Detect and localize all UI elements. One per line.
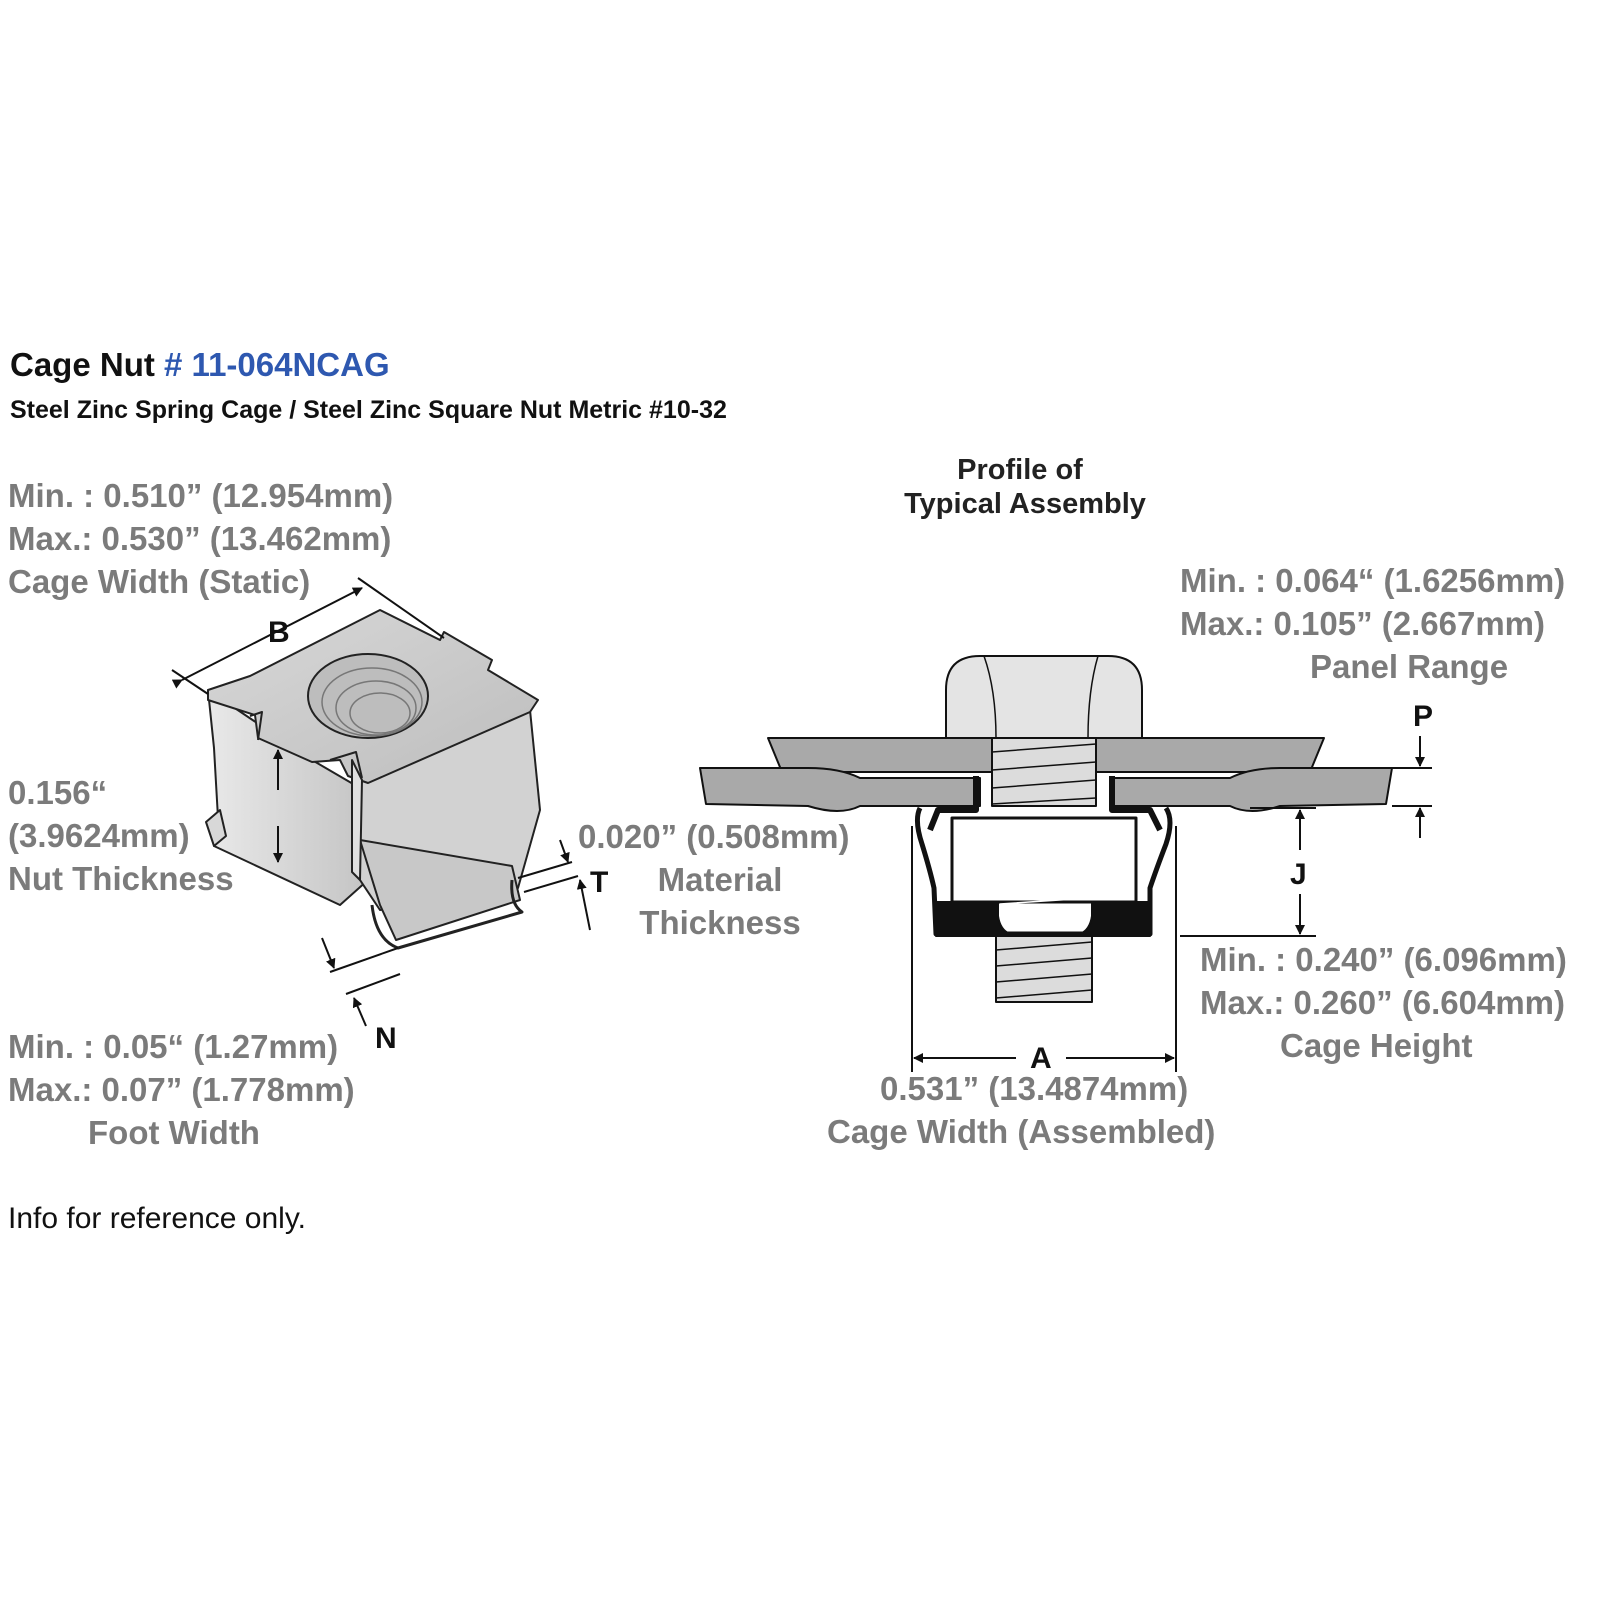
t-extension-2	[523, 875, 579, 893]
cage-base	[935, 901, 1151, 937]
cage-nut-isometric	[205, 609, 541, 950]
n-extension-2	[345, 973, 401, 995]
cage-height-max: Max.: 0.260” (6.604mm)	[1200, 984, 1566, 1021]
cage-height-min: Min. : 0.240” (6.096mm)	[1200, 941, 1567, 978]
cage-top-face	[207, 609, 539, 784]
b-extension-right	[357, 577, 445, 639]
panel-range-label: Panel Range	[1310, 648, 1509, 685]
bolt-head	[945, 655, 1143, 739]
dimension-letter-a: A	[1030, 1042, 1052, 1075]
foot-width-label: Foot Width	[88, 1114, 260, 1151]
n-arrow-top	[321, 937, 336, 969]
bolt-shank-lower	[995, 935, 1093, 1003]
dimension-letter-n: N	[375, 1022, 397, 1055]
cage-width-static-min: Min. : 0.510” (12.954mm)	[8, 477, 394, 514]
cage-notch-right	[329, 751, 363, 779]
dimension-letter-b: B	[268, 616, 290, 649]
dimension-letter-j: J	[1290, 858, 1307, 891]
cage-notch-left	[249, 711, 263, 741]
title-prefix: Cage Nut	[10, 346, 155, 383]
top-panel-left	[767, 737, 993, 773]
page-subtitle: Steel Zinc Spring Cage / Steel Zinc Squa…	[10, 396, 727, 424]
cage-width-static-max: Max.: 0.530” (13.462mm)	[8, 520, 392, 557]
cage-clip-right	[1109, 776, 1163, 832]
cage-width-static-label: Cage Width (Static)	[8, 563, 311, 600]
square-nut-body	[950, 816, 1138, 904]
cage-spring-panel	[359, 839, 521, 941]
nut-thread-hole	[307, 653, 429, 739]
cage-side-clip	[205, 809, 227, 847]
dimension-letter-p: P	[1413, 700, 1434, 733]
cage-foot	[370, 879, 524, 950]
cage-height-label: Cage Height	[1280, 1027, 1473, 1064]
material-thickness-label-2: Thickness	[639, 904, 801, 941]
bottom-panel-left	[699, 767, 981, 812]
foot-width-max: Max.: 0.07” (1.778mm)	[8, 1071, 355, 1108]
cage-clip-left	[927, 776, 979, 832]
part-number: # 11-064NCAG	[164, 346, 390, 383]
nut-thickness-label: Nut Thickness	[8, 860, 234, 897]
left-dimension-lines	[171, 577, 591, 1027]
profile-title-1: Profile of	[957, 454, 1083, 486]
bottom-panel-right	[1111, 767, 1393, 812]
bolt-shank-upper	[991, 737, 1097, 807]
t-extension-1	[517, 861, 573, 879]
profile-title-2: Typical Assembly	[904, 488, 1146, 520]
b-extension-left	[171, 669, 209, 695]
cage-width-assembled-value: 0.531” (13.4874mm)	[880, 1070, 1189, 1107]
material-thickness-value: 0.020” (0.508mm)	[578, 818, 850, 855]
nut-thickness-mm: (3.9624mm)	[8, 817, 190, 854]
n-arrow-bottom	[352, 997, 367, 1027]
reference-note: Info for reference only.	[8, 1202, 306, 1235]
foot-width-min: Min. : 0.05“ (1.27mm)	[8, 1028, 339, 1065]
n-extension-1	[329, 947, 399, 973]
t-arrow-top	[559, 839, 570, 863]
dimension-letter-t: T	[590, 866, 609, 899]
cage-spring-tab	[351, 759, 363, 881]
cage-front-face	[359, 689, 541, 911]
cage-profile	[914, 806, 1173, 937]
t-arrow-bottom	[576, 879, 591, 931]
page-title: Cage Nut # 11-064NCAG	[10, 346, 390, 384]
dimension-letter-k: K	[253, 804, 275, 837]
panel-range-max: Max.: 0.105” (2.667mm)	[1180, 605, 1546, 642]
panel-range-min: Min. : 0.064“ (1.6256mm)	[1180, 562, 1566, 599]
cage-width-assembled-label: Cage Width (Assembled)	[827, 1113, 1216, 1150]
top-panel-right	[1095, 737, 1325, 773]
nut-thickness-inch: 0.156“	[8, 774, 108, 811]
material-thickness-label-1: Material	[657, 861, 783, 898]
